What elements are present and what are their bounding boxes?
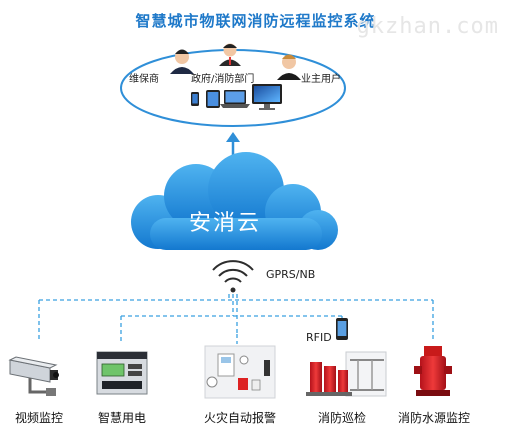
laptop-icon [220, 90, 250, 108]
phone-icon [191, 92, 199, 106]
device-label-water: 消防水源监控 [397, 411, 470, 425]
network-label: GPRS/NB [266, 268, 316, 281]
device-label-power: 智慧用电 [97, 411, 146, 425]
fire-alarm-devices-icon [204, 345, 276, 399]
device-label-patrol: 消防巡检 [317, 411, 366, 425]
role-label-maintenance: 维保商 [129, 74, 159, 85]
surveillance-camera-icon [8, 356, 59, 396]
tablet-icon [206, 90, 220, 108]
connection-lines [38, 294, 434, 344]
cloud-label: 安消云 [188, 211, 261, 236]
device-label-alarm: 火灾自动报警 [203, 411, 276, 425]
desktop-monitor-icon [252, 84, 282, 110]
watermark: gkzhan.com [356, 14, 499, 39]
government-person-icon [219, 43, 241, 66]
power-meter-icon [96, 351, 148, 395]
wireless-signal-icon [212, 260, 254, 293]
water-pump-icon [414, 346, 452, 396]
role-label-owner: 业主用户 [301, 74, 341, 85]
device-label-video: 视频监控 [14, 411, 63, 425]
diagram-title: 智慧城市物联网消防远程监控系统 [135, 12, 376, 30]
fire-pump-system-icon [306, 351, 387, 397]
cloud-shape [131, 152, 338, 250]
maintenance-person-icon [170, 49, 194, 74]
rfid-label: RFID [306, 331, 332, 344]
role-label-government: 政府/消防部门 [191, 74, 255, 85]
rfid-reader-icon [336, 318, 348, 340]
owner-person-icon [277, 54, 301, 80]
